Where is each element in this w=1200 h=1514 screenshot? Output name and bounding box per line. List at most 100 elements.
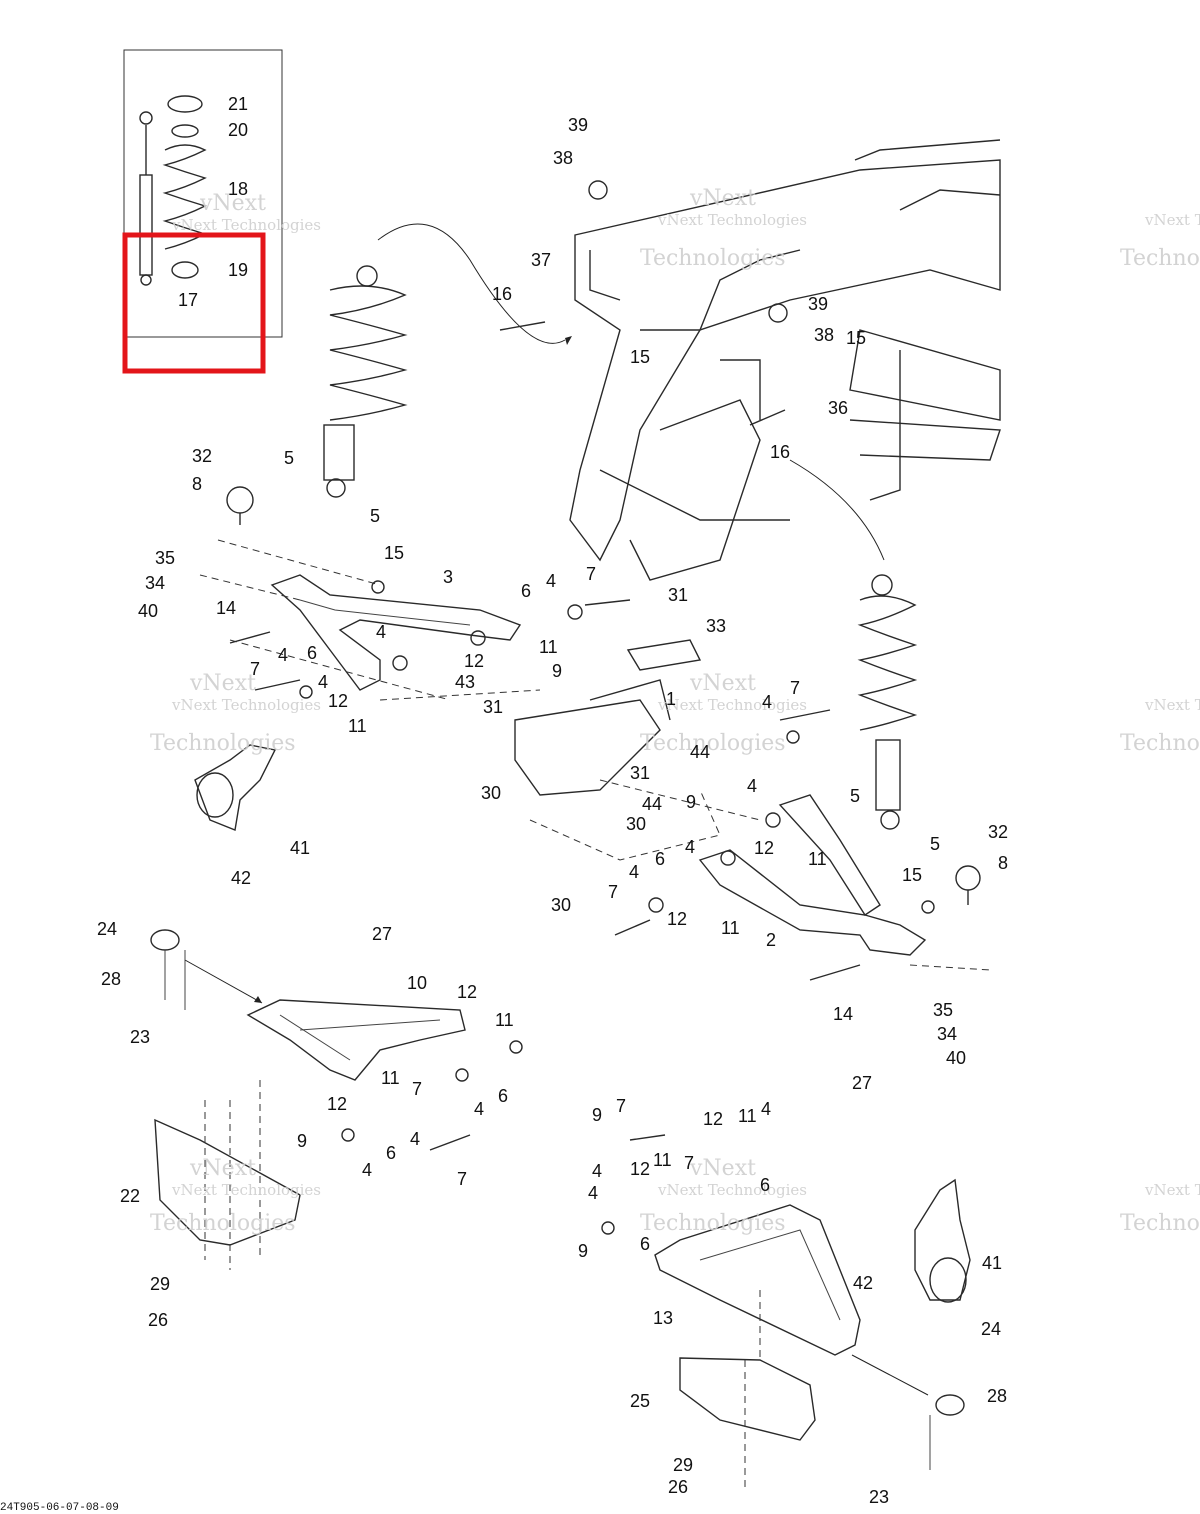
part-callout: 4 [362,1160,372,1180]
part-callout: 9 [297,1131,307,1151]
part-callout: 14 [216,598,236,618]
part-callout: 9 [592,1105,602,1125]
part-callout: 16 [492,284,512,304]
part-callout: 29 [673,1455,693,1475]
part-callout: 23 [869,1487,889,1507]
right-skid-plate [679,1290,816,1490]
watermark: vNext Technologies [657,696,807,714]
ball-joint-upper-left [226,486,254,525]
part-callout: 25 [630,1391,650,1411]
part-callout: 18 [228,179,248,199]
part-callout: 28 [987,1386,1007,1406]
part-callout: 42 [853,1273,873,1293]
part-callout: 12 [754,838,774,858]
part-callout: 31 [630,763,650,783]
part-callout: 13 [653,1308,673,1328]
part-callout: 17 [178,290,198,310]
part-callout: 37 [531,250,551,270]
part-callout: 4 [278,645,288,665]
part-callout: 34 [937,1024,957,1044]
part-callout: 2 [766,930,776,950]
part-callout: 19 [228,260,248,280]
part-callout: 26 [148,1310,168,1330]
part-callout: 9 [578,1241,588,1261]
part-callout: 32 [192,446,212,466]
part-callout: 15 [630,347,650,367]
part-callout: 31 [668,585,688,605]
part-callout: 4 [762,692,772,712]
part-callout: 7 [684,1153,694,1173]
part-callout: 40 [138,601,158,621]
part-callout: 6 [655,849,665,869]
part-callout: 31 [483,697,503,717]
part-callout: 3 [443,567,453,587]
part-callout: 11 [721,918,740,938]
part-callout: 5 [284,448,294,468]
part-callout: 11 [653,1150,672,1170]
part-callout: 12 [703,1109,723,1129]
part-callout: 11 [381,1068,400,1088]
part-callout: 6 [498,1086,508,1106]
watermark: Technologies [1120,1211,1200,1236]
part-callout: 12 [667,909,687,929]
part-callout: 4 [410,1129,420,1149]
part-callout: 10 [407,973,427,993]
part-callout: 40 [946,1048,966,1068]
part-callout: 38 [553,148,573,168]
part-callout: 15 [902,865,922,885]
watermark: Technologies [1120,731,1200,756]
part-callout: 27 [372,924,392,944]
part-callout: 7 [586,564,596,584]
part-callout: 26 [668,1477,688,1497]
part-callout: 29 [150,1274,170,1294]
upper-left-a-arm [199,539,522,701]
right-knuckle [914,1178,971,1303]
part-callout: 27 [852,1073,872,1093]
part-callout: 4 [685,837,695,857]
part-callout: 7 [412,1079,422,1099]
part-callout: 6 [521,581,531,601]
part-callout: 11 [539,637,558,657]
part-callout: 43 [455,672,475,692]
watermark: Technologies [640,731,786,756]
part-callout: 4 [629,862,639,882]
part-callout: 21 [228,94,248,114]
watermark: Technologies [1120,246,1200,271]
watermark: vNext Technologies [1144,1181,1200,1199]
watermark: Technologies [150,1211,296,1236]
watermark: vNext [199,191,266,216]
part-callout: 28 [101,969,121,989]
part-callout: 7 [608,882,618,902]
part-callout: 41 [290,838,310,858]
left-knuckle [194,744,277,831]
part-callout: 42 [231,868,251,888]
watermark: vNext [189,1156,256,1181]
part-callout: 8 [998,853,1008,873]
part-callout: 22 [120,1186,140,1206]
part-callout: 4 [592,1161,602,1181]
watermark: vNext [189,671,256,696]
ball-joint-upper-right [955,865,981,905]
ball-joint-left [150,929,186,1010]
part-callout: 9 [552,661,562,681]
part-callout: 30 [551,895,571,915]
part-callout: 6 [386,1143,396,1163]
part-callout: 16 [770,442,790,462]
part-callout: 5 [370,506,380,526]
part-callout: 4 [761,1099,771,1119]
watermark: vNext Technologies [657,211,807,229]
ball-joint-right [929,1394,965,1470]
part-callout: 32 [988,822,1008,842]
part-callout: 4 [376,622,386,642]
watermark: vNext Technologies [171,1181,321,1199]
center-bracket [379,639,721,861]
watermark: vNext [689,671,756,696]
watermark: Technologies [150,731,296,756]
highlight-box [122,232,266,374]
watermark: vNext Technologies [1144,696,1200,714]
watermark: vNext Technologies [657,1181,807,1199]
left-shock-absorber [323,223,572,498]
lower-right-a-arm [599,779,991,971]
